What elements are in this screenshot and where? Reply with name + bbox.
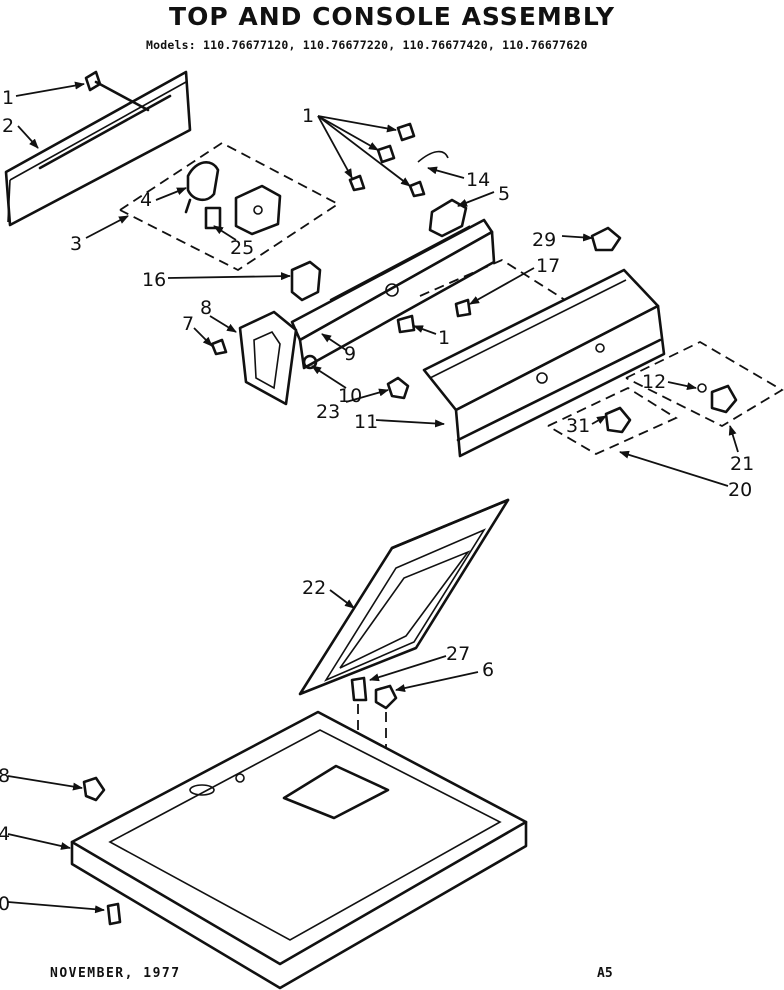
callout-0: 0: [0, 893, 10, 915]
callout-25: 25: [230, 237, 254, 259]
callout-21: 21: [730, 453, 754, 475]
callout-3: 3: [70, 233, 82, 255]
door-lid-part: [298, 498, 510, 696]
rear-panel-part: [4, 70, 192, 227]
callout-22: 22: [302, 577, 326, 599]
end-cap-part: [238, 310, 298, 406]
callout-27: 27: [446, 643, 470, 665]
fastener-parts: [210, 338, 410, 400]
console-rail-part: [290, 218, 585, 370]
top-plate-part: [70, 710, 528, 990]
callout-14: 14: [466, 169, 490, 191]
callout-labels: 1 2 3 4 25 1 14 5 16 29 17 8 7 1 9 10 23…: [0, 87, 754, 915]
console-panel-part: [422, 268, 666, 458]
callout-4-a: 4: [140, 189, 152, 211]
page-number: A5: [597, 966, 613, 981]
retainer-clip-part: [590, 226, 622, 252]
callout-8-a: 8: [200, 297, 212, 319]
lower-fasteners: [82, 776, 122, 926]
callout-12: 12: [642, 371, 666, 393]
callout-11: 11: [354, 411, 378, 433]
page-title: TOP AND CONSOLE ASSEMBLY: [169, 2, 615, 31]
callout-2: 2: [2, 115, 14, 137]
callout-1-b: 1: [302, 105, 314, 127]
callout-4-b: 4: [0, 823, 10, 845]
clip-part: [290, 260, 322, 302]
callout-9: 9: [344, 343, 356, 365]
callout-1-a: 1: [2, 87, 14, 109]
screw-cluster: [348, 122, 449, 198]
callout-6: 6: [482, 659, 494, 681]
callout-29: 29: [532, 229, 556, 251]
screw-part: [84, 70, 150, 112]
callout-5: 5: [498, 183, 510, 205]
model-numbers: Models: 110.76677120, 110.76677220, 110.…: [146, 38, 588, 52]
bracket-part: [428, 198, 468, 238]
callout-16: 16: [142, 269, 166, 291]
callout-7: 7: [182, 313, 194, 335]
callout-1-c: 1: [438, 327, 450, 349]
callout-10: 10: [338, 385, 362, 407]
switch-subassembly-outline: [625, 340, 784, 428]
callout-20: 20: [728, 479, 752, 501]
timer-subassembly-outline: [119, 141, 340, 272]
leader-lines: [7, 81, 739, 914]
callout-8-b: 8: [0, 765, 10, 787]
callout-23: 23: [316, 401, 340, 423]
callout-31: 31: [566, 415, 590, 437]
footer-date: NOVEMBER, 1977: [50, 966, 181, 981]
control-subassembly-outline: [547, 386, 678, 456]
callout-17: 17: [536, 255, 560, 277]
